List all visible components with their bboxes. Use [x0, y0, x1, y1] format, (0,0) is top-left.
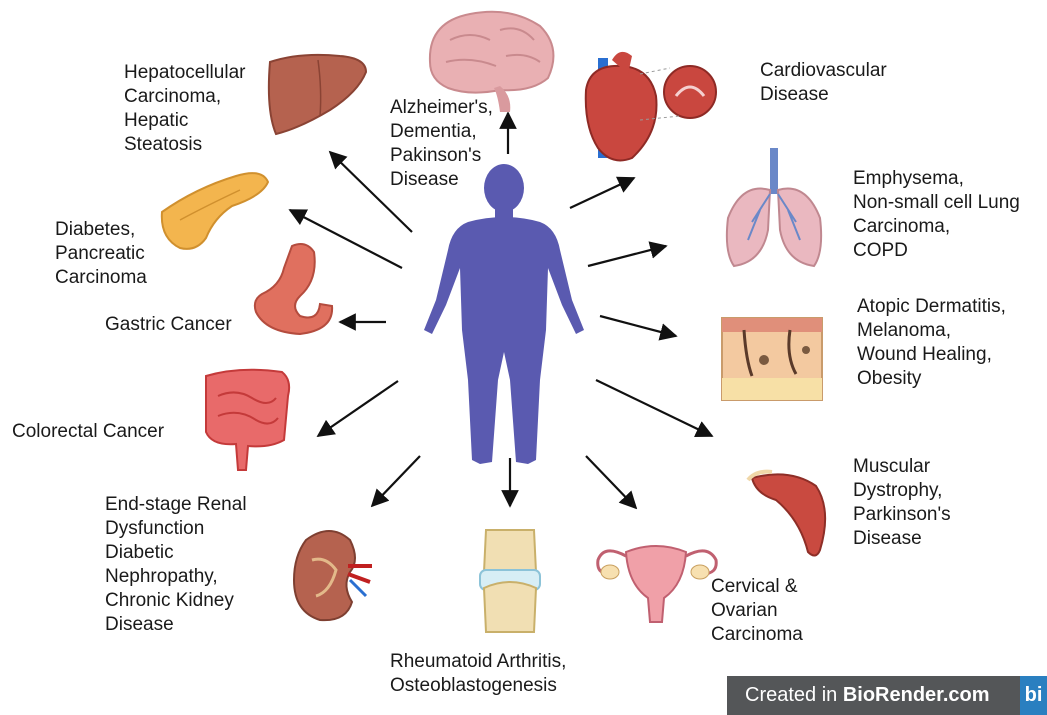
arrow-skin	[600, 316, 676, 336]
arrow-lung	[588, 246, 666, 266]
colon-icon	[206, 370, 289, 470]
human-body-icon	[424, 164, 584, 464]
pancreas-disease-label: Diabetes, Pancreatic Carcinoma	[55, 218, 147, 290]
stomach-icon	[255, 244, 332, 334]
skin-disease-label: Atopic Dermatitis, Melanoma, Wound Heali…	[857, 295, 1006, 391]
muscle-icon	[748, 472, 825, 556]
stomach-disease-label: Gastric Cancer	[105, 313, 232, 337]
kidney-icon	[294, 531, 372, 620]
badge-brand: BioRender.com	[843, 684, 990, 706]
lungs-icon	[727, 148, 821, 266]
badge-text: Created in BioRender.com	[745, 676, 990, 715]
liver-disease-label: Hepatocellular Carcinoma, Hepatic Steato…	[124, 61, 245, 157]
arrow-heart	[570, 178, 634, 208]
uterus-disease-label: Cervical & Ovarian Carcinoma	[711, 575, 803, 647]
arrow-muscle	[596, 380, 712, 436]
biorender-badge[interactable]: Created in BioRender.com bi	[727, 676, 1047, 715]
muscle-disease-label: Muscular Dystrophy, Parkinson's Disease	[853, 455, 951, 551]
arrow-kidney	[372, 456, 420, 506]
biorender-logo-icon: bi	[1020, 676, 1047, 715]
joint-icon	[480, 530, 540, 632]
skin-icon	[722, 318, 822, 400]
uterus-icon	[598, 546, 716, 622]
liver-icon	[269, 55, 366, 134]
heart-disease-label: Cardiovascular Disease	[760, 59, 887, 107]
joint-disease-label: Rheumatoid Arthritis, Osteoblastogenesis	[390, 650, 566, 698]
brain-disease-label: Alzheimer's, Dementia, Pakinson's Diseas…	[390, 96, 493, 192]
kidney-disease-label: End-stage Renal Dysfunction Diabetic Nep…	[105, 493, 247, 637]
lung-disease-label: Emphysema, Non-small cell Lung Carcinoma…	[853, 167, 1020, 263]
arrow-uterus	[586, 456, 636, 508]
colon-disease-label: Colorectal Cancer	[12, 420, 164, 444]
arrow-colon	[318, 381, 398, 436]
badge-prefix: Created in	[745, 684, 843, 706]
pancreas-icon	[162, 173, 268, 249]
heart-icon	[586, 52, 716, 161]
